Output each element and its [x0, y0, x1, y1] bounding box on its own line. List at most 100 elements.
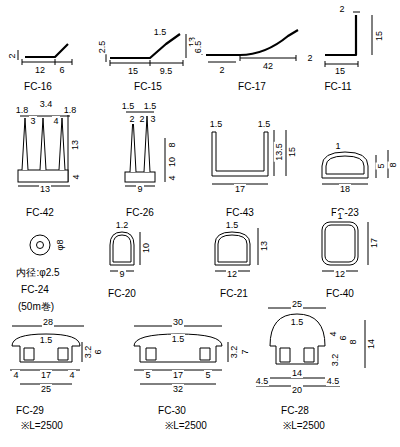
- dimension-value: 2: [128, 114, 135, 124]
- dimension-value: 1.5: [209, 119, 224, 129]
- dimension-value: 13.5: [274, 142, 284, 162]
- dimension-value: 13: [70, 139, 80, 151]
- dimension-value: 1.8: [63, 105, 78, 115]
- dimension-value: 15: [334, 66, 346, 76]
- clip-profile: [18, 170, 68, 182]
- clip-profile: [212, 132, 268, 176]
- clip-profile: [218, 235, 247, 262]
- dimension-value: 1.5: [143, 101, 158, 111]
- dimension-lines: [110, 232, 140, 271]
- dimension-value: 9.5: [159, 66, 174, 76]
- clip-profile: [110, 34, 180, 58]
- dimension-lines: [134, 326, 228, 384]
- dimension-value: 15: [127, 66, 139, 76]
- part-name: FC-29: [15, 405, 45, 416]
- dimension-value: 4.5: [255, 376, 270, 386]
- dimension-value: 1.8: [15, 105, 30, 115]
- part-name: FC-20: [107, 288, 137, 299]
- clip-profile: [125, 172, 155, 182]
- clip-profile: [130, 116, 150, 172]
- clip-profile: [322, 222, 358, 265]
- dimension-value: 4: [167, 174, 177, 181]
- dimension-lines: [18, 110, 70, 186]
- clip-profile: [215, 232, 250, 265]
- clip-profile: [280, 348, 314, 362]
- clip-profile: [325, 225, 355, 262]
- part-name: FC-24: [20, 284, 50, 295]
- dimension-value: 4: [52, 116, 59, 126]
- dimension-value: 2: [7, 52, 17, 59]
- dimension-value: 25: [40, 384, 52, 394]
- part-name: FC-17: [237, 81, 267, 92]
- dimension-value: 42: [262, 61, 274, 71]
- clip-profile: [25, 44, 68, 57]
- dimension-value: 9: [118, 269, 125, 279]
- dimension-value: 17: [234, 184, 246, 194]
- dimension-value: 4: [12, 370, 19, 380]
- dimension-value: 30: [172, 317, 184, 327]
- dimension-value: 13: [259, 240, 269, 252]
- part-name: FC-30: [157, 405, 187, 416]
- dimension-value: 1.5: [121, 101, 136, 111]
- dimension-value: 4.5: [326, 376, 341, 386]
- dimension-value: 4: [328, 330, 338, 337]
- dimension-lines: [325, 12, 372, 67]
- dimension-value: 14: [291, 368, 303, 378]
- part-name: FC-28: [280, 405, 310, 416]
- dimension-value: 3.4: [39, 99, 54, 109]
- dimension-value: 5: [144, 370, 151, 380]
- part-name: FC-43: [225, 207, 255, 218]
- part-name: ※L=2500: [20, 420, 64, 431]
- dimension-value: 5: [204, 370, 211, 380]
- dimension-value: 6.5: [193, 40, 203, 55]
- clip-profile: [206, 30, 298, 55]
- part-name: FC-42: [25, 207, 55, 218]
- dimension-value: 3.2: [330, 353, 340, 368]
- clip-profile: [24, 348, 68, 360]
- dimension-lines: [215, 228, 258, 271]
- dimension-value: 1.5: [290, 317, 305, 327]
- dimension-value: 2: [138, 114, 145, 124]
- dimension-value: 2.5: [97, 40, 107, 55]
- dimension-value: 3.2: [83, 345, 93, 360]
- dimension-value: 1.2: [115, 220, 130, 230]
- dimension-value: 2: [338, 4, 345, 14]
- dimension-value: 17: [172, 370, 184, 380]
- dimension-value: 13: [39, 184, 51, 194]
- dimension-value: 1: [336, 211, 343, 221]
- clip-profile: [322, 152, 368, 178]
- part-name: FC-23: [330, 207, 360, 218]
- dimension-value: 20: [291, 385, 303, 395]
- dimension-lines: [212, 130, 286, 184]
- part-name: FC-11: [323, 81, 352, 92]
- clip-profile: [30, 235, 50, 255]
- dimension-value: 8: [388, 161, 398, 168]
- dimension-value: 5: [376, 162, 386, 169]
- dimension-value: 17: [369, 237, 379, 249]
- dimension-value: 8: [348, 338, 358, 345]
- dimension-value: 4: [68, 370, 75, 380]
- dimension-value: 32: [172, 384, 184, 394]
- clip-profile: [110, 232, 134, 265]
- clip-profile: [146, 348, 210, 360]
- dimension-value: 12: [226, 269, 238, 279]
- clip-profile: [134, 334, 222, 362]
- clip-profile: [12, 116, 368, 364]
- dimension-lines: [125, 112, 165, 186]
- dimension-lines: [322, 222, 368, 271]
- part-name: ※L=2500: [282, 420, 326, 431]
- dimension-value: 1.5: [171, 334, 186, 344]
- dimension-value: 1: [334, 141, 341, 151]
- dimension-value: 1.5: [225, 220, 240, 230]
- dimension-value: 3: [29, 116, 36, 126]
- clip-profile: [25, 15, 356, 58]
- dimension-value: 3: [149, 114, 156, 124]
- part-name: FC-40: [325, 288, 355, 299]
- part-name: FC-16: [23, 81, 53, 92]
- dimension-value: 18: [339, 184, 351, 194]
- clip-profile: [326, 156, 364, 174]
- clip-profile: [113, 235, 131, 262]
- part-name: FC-15: [133, 81, 163, 92]
- dimension-value: 9: [136, 184, 143, 194]
